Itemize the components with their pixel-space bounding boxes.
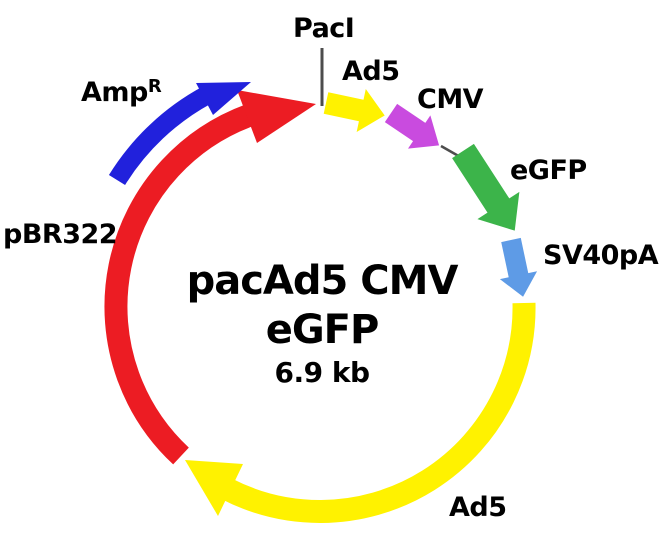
ampr-label-superscript: R <box>147 76 162 97</box>
ad5-top-arrow <box>323 88 385 133</box>
ad5-top-label: Ad5 <box>342 56 400 87</box>
plasmid-title-line1: pacAd5 CMV <box>186 258 459 304</box>
pbr322-label: pBR322 <box>3 219 118 250</box>
pbr322-arrowhead <box>237 90 316 143</box>
pbr322-arc <box>104 104 254 465</box>
ad5-bottom-label: Ad5 <box>449 492 507 523</box>
plasmid-title-line2: eGFP <box>265 307 380 353</box>
ad5-bottom-arc <box>221 302 536 523</box>
egfp-arrow <box>452 143 520 231</box>
sv40pa-arrow <box>499 237 538 297</box>
ampr-arc <box>108 86 212 186</box>
ampr-arrowhead <box>196 82 251 115</box>
ampr-label-base: Amp <box>81 77 148 108</box>
plasmid-title-block: pacAd5 CMV eGFP 6.9 kb <box>150 257 494 391</box>
egfp-label: eGFP <box>510 155 587 186</box>
plasmid-size-label: 6.9 kb <box>274 356 370 389</box>
ampr-label: AmpR <box>81 76 162 108</box>
cmv-label: CMV <box>417 84 484 115</box>
cmv-arrow <box>384 103 440 149</box>
paci-label: PacI <box>293 13 355 44</box>
sv40pa-label: SV40pA <box>543 240 659 271</box>
ad5-bottom-arrowhead <box>185 460 243 516</box>
